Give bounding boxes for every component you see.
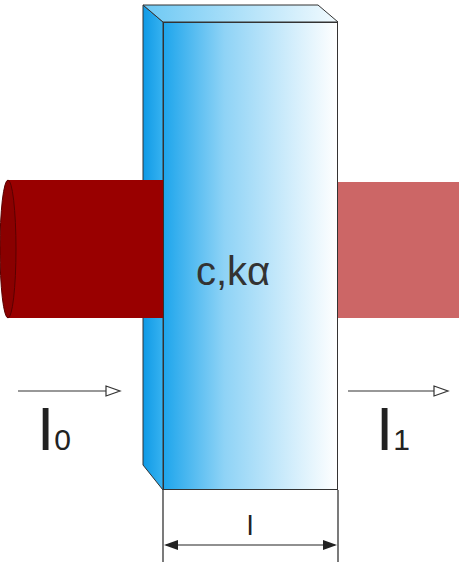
arrow-head: [434, 386, 448, 396]
thickness-label: l: [247, 512, 253, 540]
arrow-line: [18, 390, 118, 391]
dimension-line: [166, 544, 335, 545]
dimension-arrow: [164, 540, 178, 550]
extension-line: [162, 490, 163, 562]
slab-label: c,kα: [196, 249, 270, 294]
cuvette-slab: c,kα: [163, 22, 338, 490]
intensity-in: I0: [37, 398, 71, 460]
slab-top: [143, 5, 338, 22]
dimension-arrow: [323, 540, 337, 550]
intensity-out: I1: [376, 398, 410, 460]
arrow-head: [106, 386, 120, 396]
transmitted-beam: [338, 182, 459, 318]
arrow-line: [348, 390, 446, 391]
beam-end: [0, 180, 16, 318]
incident-beam: [8, 180, 163, 318]
extension-line: [337, 490, 338, 562]
